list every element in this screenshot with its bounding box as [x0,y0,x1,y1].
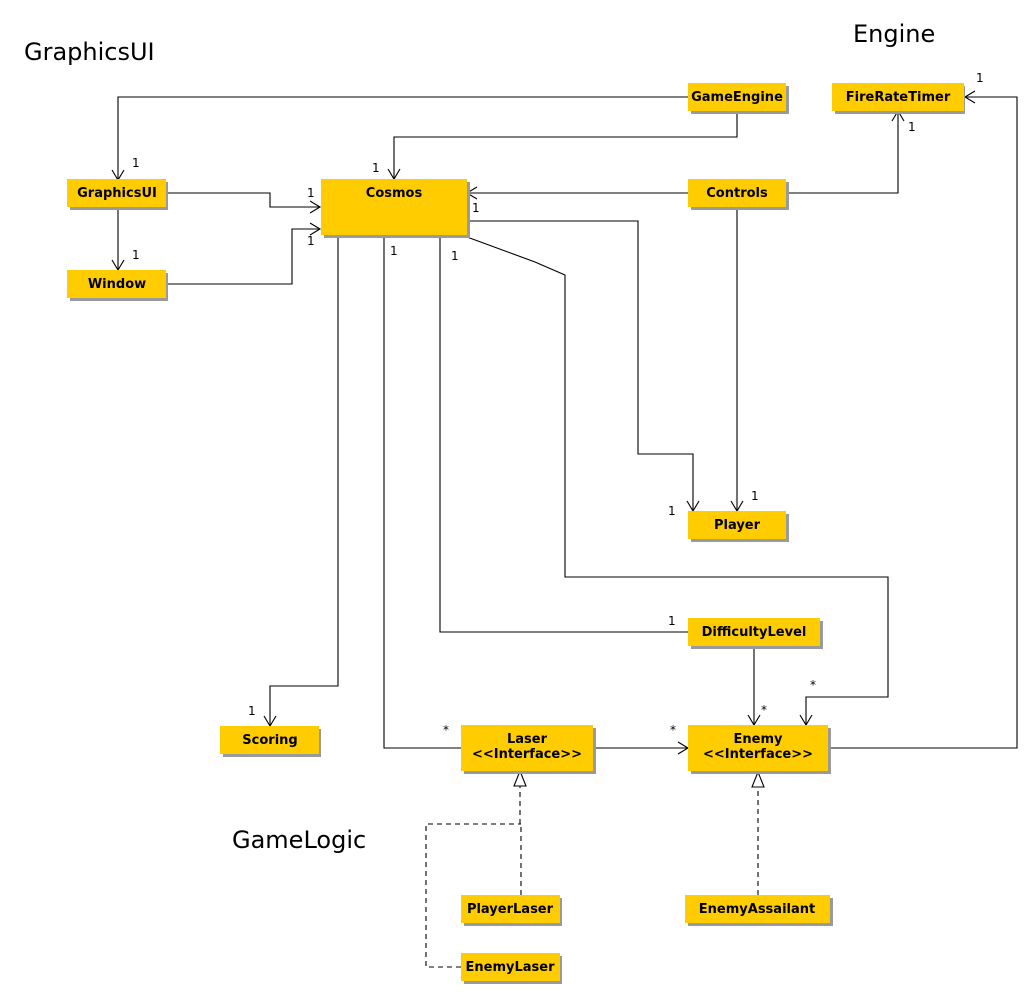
realization-arrow-head [751,770,765,788]
class-label: EnemyLaser [466,960,556,975]
multiplicity-label: * [670,723,676,737]
class-enemy-interface[interactable]: Enemy <<Interface>> [688,725,831,774]
class-label: DifficultyLevel [702,625,807,640]
class-enemy-laser[interactable]: EnemyLaser [461,953,562,984]
class-cosmos[interactable]: Cosmos [321,179,470,238]
arrow-head [309,200,322,214]
class-fire-rate-timer[interactable]: FireRateTimer [832,83,965,114]
class-graphics-ui[interactable]: GraphicsUI [67,179,168,210]
multiplicity-label: 1 [451,249,459,263]
class-label: Scoring [242,733,297,748]
class-stereotype: <<Interface>> [472,747,582,762]
class-label: FireRateTimer [846,90,951,105]
multiplicity-label: 1 [307,186,315,200]
multiplicity-label: 1 [132,156,140,170]
class-game-engine[interactable]: GameEngine [688,83,789,114]
class-difficulty-level[interactable]: DifficultyLevel [688,618,823,649]
edge-window-cosmos [166,228,320,285]
edge-gameengine-graphicsui [117,96,688,180]
multiplicity-label: 1 [908,120,916,134]
class-laser-interface[interactable]: Laser <<Interface>> [461,725,596,774]
edge-cosmos-enemy [466,236,889,725]
arrow-head [309,222,322,236]
multiplicity-label: 1 [668,614,676,628]
multiplicity-label: 1 [668,504,676,518]
edge-enemylaser-laser [425,823,521,968]
edge-cosmos-difficultylevel [439,235,688,633]
group-label-graphicsui: GraphicsUI [24,38,155,66]
edge-gameengine-cosmos [393,111,738,179]
multiplicity-label: 1 [976,71,984,85]
class-stereotype: <<Interface>> [703,747,813,762]
class-scoring[interactable]: Scoring [220,726,321,757]
multiplicity-label: 1 [751,489,759,503]
class-label: Player [714,518,761,533]
edge-cosmos-scoring [269,235,339,726]
edges [111,90,1018,968]
multiplicity-label: 1 [248,704,256,718]
class-label: EnemyAssailant [699,902,815,917]
class-player[interactable]: Player [688,511,789,542]
edge-cosmos-laser [383,235,461,749]
class-player-laser[interactable]: PlayerLaser [461,895,562,926]
class-label: GraphicsUI [77,186,157,201]
edge-cosmos-player [467,220,694,511]
multiplicity-label: 1 [132,248,140,262]
multiplicity-label: * [443,723,449,737]
multiplicities: 1 1 1 1 1 1 1 1 1 1 1 1 1 1 * * * * [132,71,984,737]
group-label-gamelogic: GameLogic [232,826,366,854]
class-controls[interactable]: Controls [688,179,789,210]
class-label: Window [88,277,146,292]
multiplicity-label: 1 [390,244,398,258]
edge-controls-fireratetimer [786,111,899,194]
class-label: Controls [706,186,768,201]
multiplicity-label: * [810,678,816,692]
multiplicity-label: 1 [472,201,480,215]
class-window[interactable]: Window [67,270,168,301]
class-label: Cosmos [366,186,423,201]
class-label: GameEngine [691,90,783,105]
edge-enemy-fireratetimer [828,96,1018,749]
multiplicity-label: 1 [307,234,315,248]
edge-playerlaser-laser [519,784,522,895]
class-enemy-assailant[interactable]: EnemyAssailant [685,895,833,926]
class-label: Laser [507,732,548,747]
edge-graphicsui-cosmos [166,192,320,208]
realization-arrow-head [513,769,527,787]
multiplicity-label: 1 [372,161,380,175]
group-label-engine: Engine [853,20,935,48]
class-label: Enemy [734,732,783,747]
multiplicity-label: * [761,703,767,717]
class-label: PlayerLaser [467,902,554,917]
